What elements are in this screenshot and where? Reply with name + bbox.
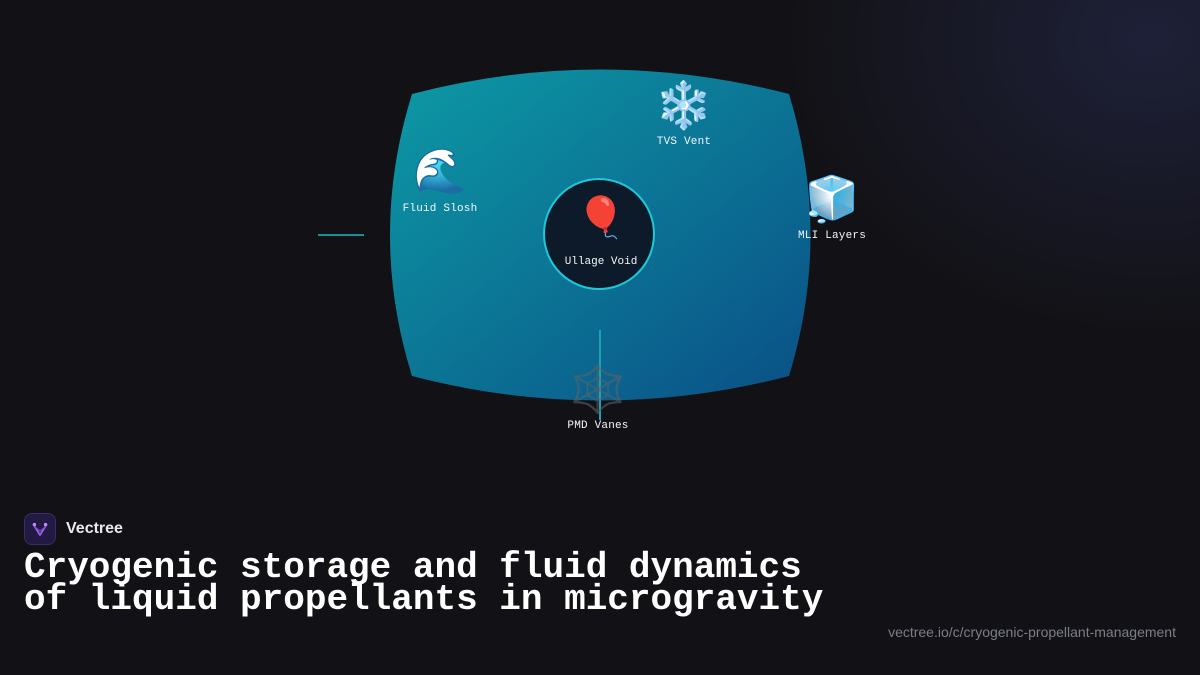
node-label: MLI Layers [797,230,866,242]
snowflake-icon: ❄️ [655,78,713,132]
page-title: Cryogenic storage and fluid dynamics of … [24,547,824,620]
node-label: Fluid Slosh [402,203,478,215]
wave-icon: 🌊 [412,146,468,197]
node-label: TVS Vent [656,136,712,148]
brand-footer: Vectree [24,512,1176,546]
spider-web-icon: 🕸️ [569,362,627,416]
center-node-ullage-void: 🎈 Ullage Void [543,178,655,290]
brand-name: Vectree [66,520,123,537]
node-label: PMD Vanes [567,420,629,432]
center-node-label: Ullage Void [564,256,638,268]
brand[interactable]: Vectree [24,512,1176,546]
ice-cube-icon: 🧊 [804,174,860,225]
node-mli-layers: 🧊 MLI Layers [786,174,878,243]
node-tvs-vent: ❄️ TVS Vent [640,82,728,148]
node-fluid-slosh: 🌊 Fluid Slosh [392,146,488,216]
balloon-icon: 🎈 [576,195,626,241]
page-url[interactable]: vectree.io/c/cryogenic-propellant-manage… [888,624,1176,640]
node-pmd-vanes: 🕸️ PMD Vanes [556,366,640,432]
vectree-logo-icon [24,513,56,545]
